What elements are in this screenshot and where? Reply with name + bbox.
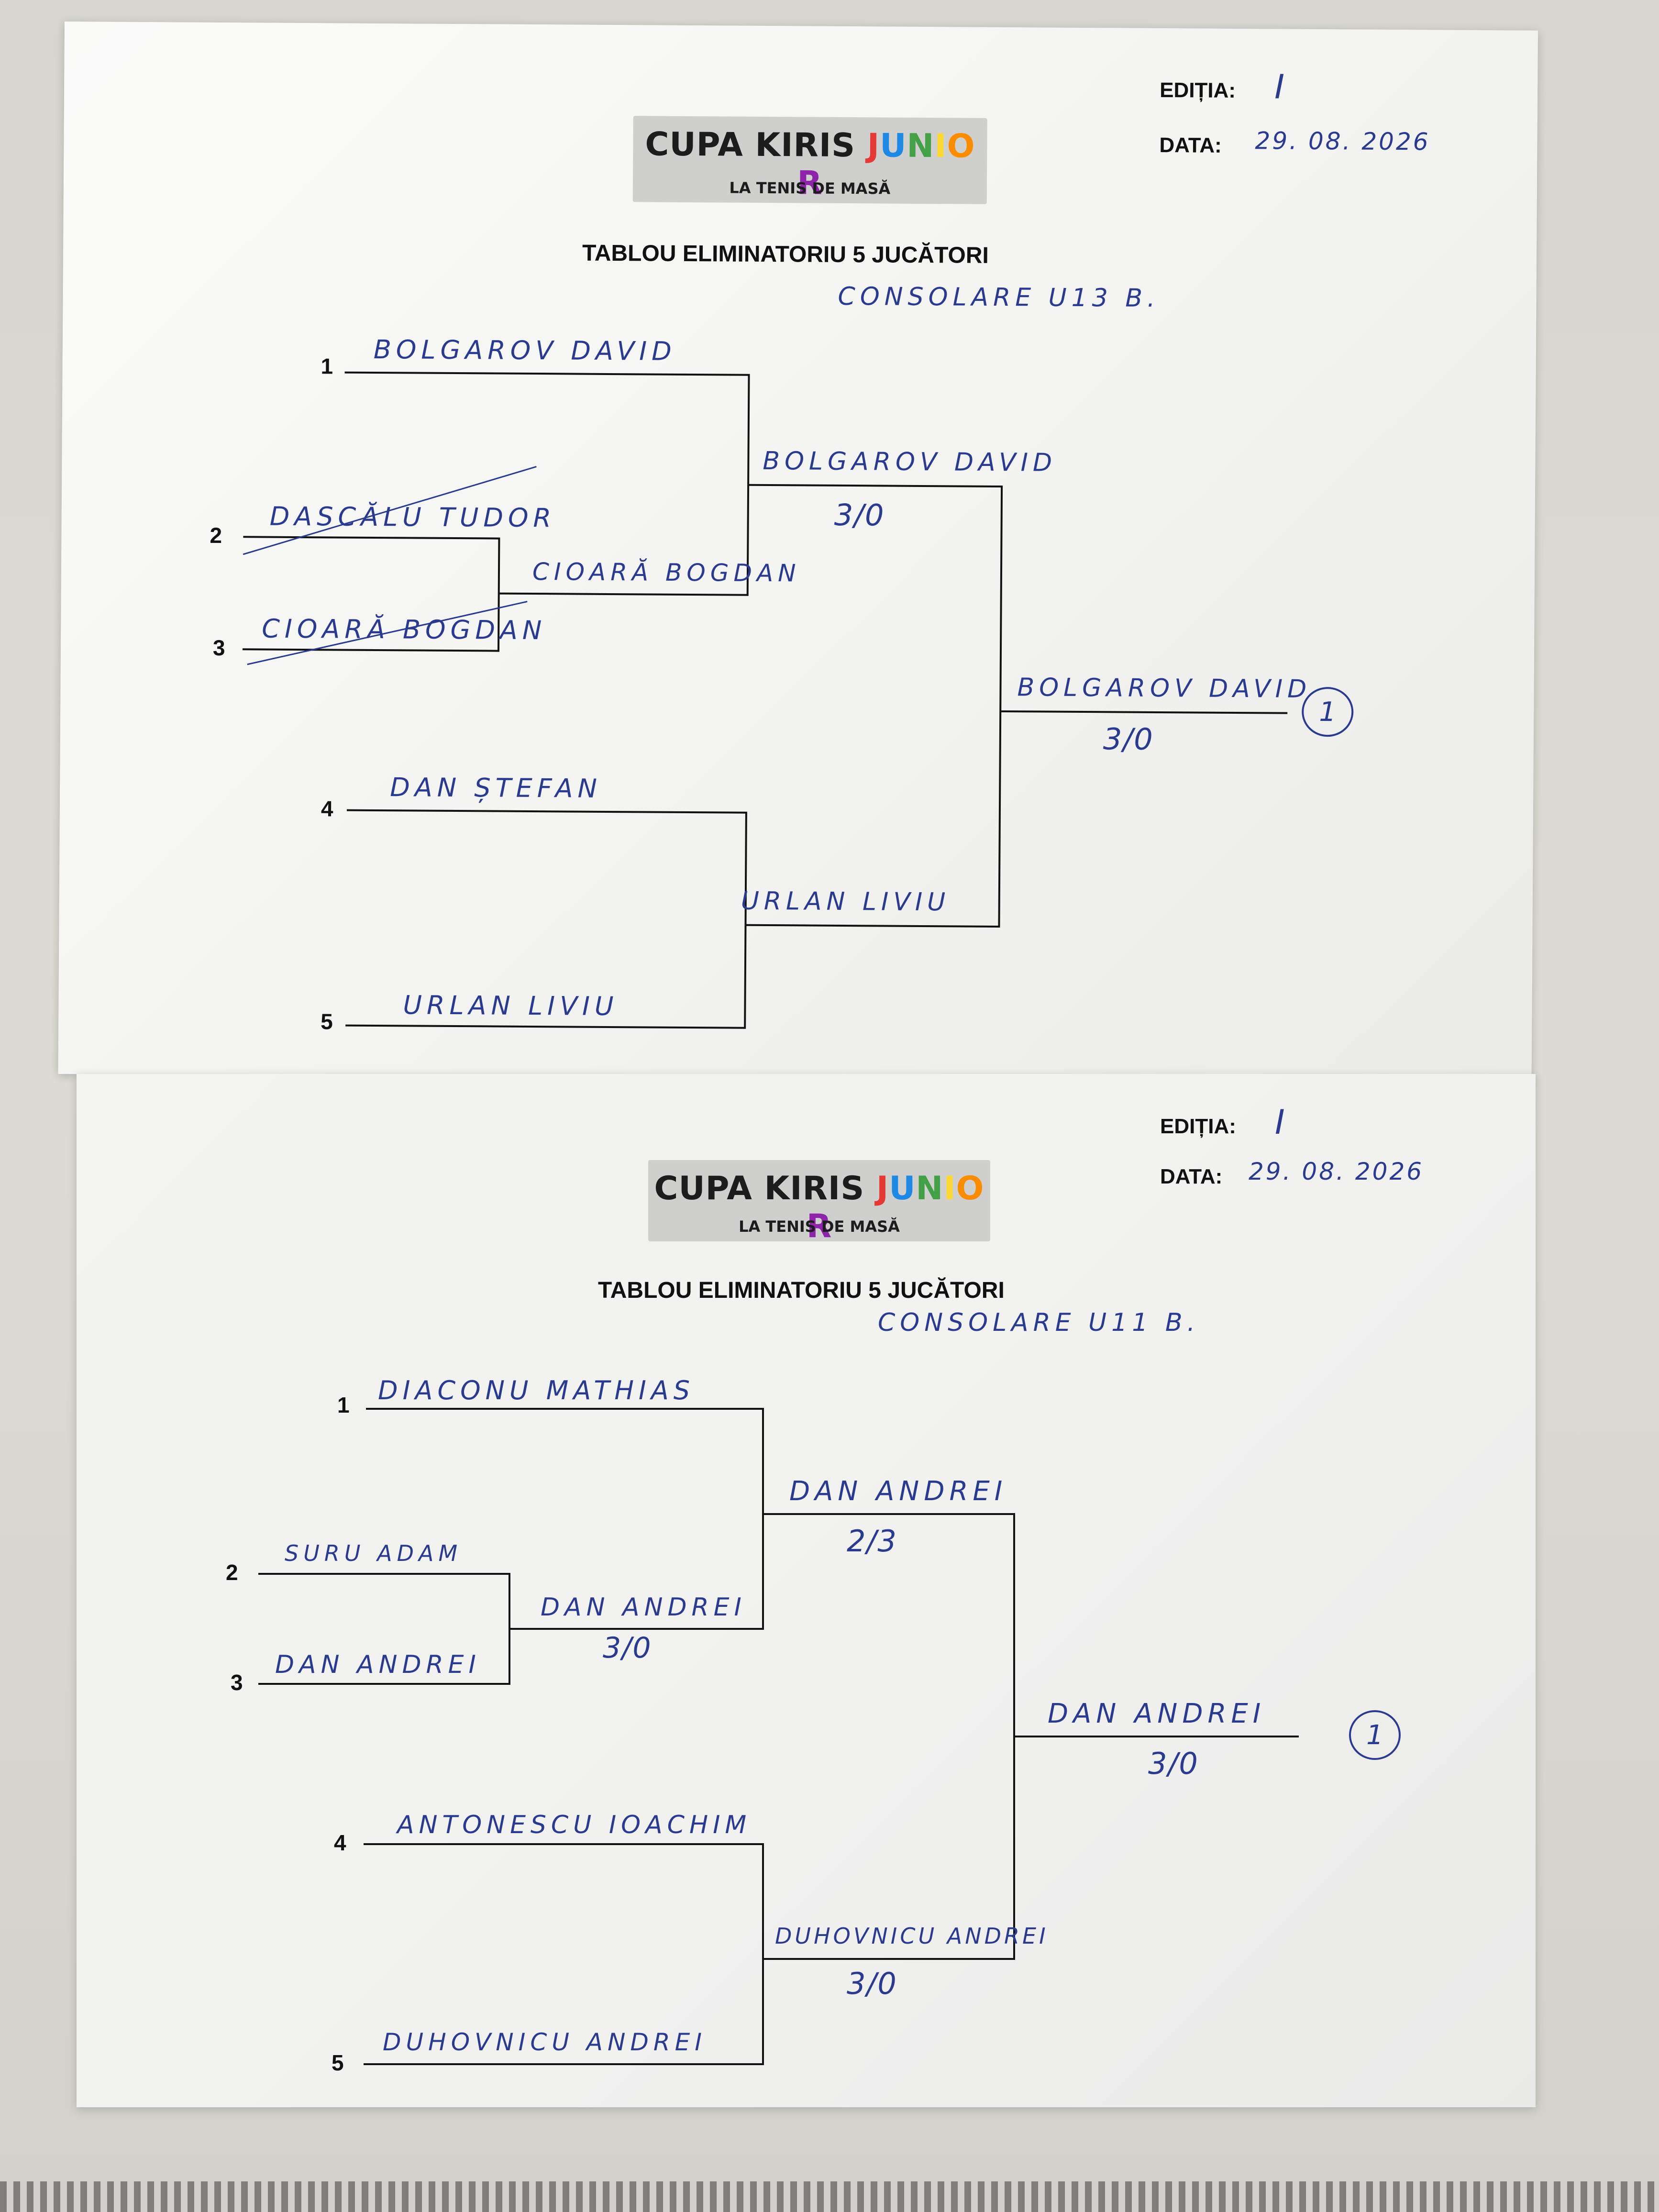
bracket-title: TABLOU ELIMINATORIU 5 JUCĂTORI: [598, 1278, 1005, 1303]
logo-junior-letter: J: [876, 1170, 889, 1207]
semi-top-score: 3/0: [834, 497, 885, 533]
line-seed-3: [258, 1629, 510, 1685]
line-seed-4: [346, 809, 747, 925]
editia-label: EDIȚIA:: [1160, 78, 1236, 102]
line-seed-1: [366, 1408, 764, 1514]
semi-top-winner: BOLGAROV DAVID: [763, 446, 1057, 477]
data-value: 29. 08. 2026: [1255, 127, 1430, 156]
event-logo: CUPA KIRIS JUNIOR LA TENIS DE MASĂ: [632, 116, 987, 204]
seed-number: 2: [226, 1560, 238, 1585]
line-semi-top: [763, 1513, 1015, 1736]
seed-number: 4: [334, 1830, 346, 1855]
seed-number: 3: [231, 1670, 243, 1695]
final-score: 3/0: [1103, 721, 1154, 757]
bracket-lines: [242, 371, 1288, 1029]
line-seed-1: [344, 371, 750, 485]
seed-number: 5: [332, 2050, 344, 2075]
semi-top-score: 2/3: [847, 1524, 897, 1559]
logo-junior-letter: N: [907, 127, 935, 166]
bracket-category: CONSOLARE U11 B.: [878, 1308, 1200, 1337]
logo-junior-letter: I: [934, 127, 947, 166]
seed-number: 5: [321, 1009, 333, 1034]
semi-bottom-winner: URLAN LIVIU: [741, 886, 951, 917]
player-name: DAN ȘTEFAN: [390, 772, 602, 804]
final-score: 3/0: [1148, 1746, 1199, 1781]
line-seed-4: [364, 1843, 764, 1959]
bracket-sheet-u13: EDIȚIA: I DATA: 29. 08. 2026 CUPA KIRIS …: [58, 22, 1538, 1083]
player-name: ANTONESCU IOACHIM: [397, 1811, 752, 1839]
place-badge: 1: [1349, 1710, 1401, 1760]
line-semi-bottom: [763, 1736, 1015, 1960]
round1-winner: DAN ANDREI: [541, 1593, 746, 1622]
logo-junior-letter: N: [916, 1170, 944, 1207]
logo-subtitle: LA TENIS DE MASĂ: [739, 1217, 900, 1236]
round1-winner: CIOARĂ BOGDAN: [532, 557, 801, 587]
data-value: 29. 08. 2026: [1249, 1158, 1424, 1185]
line-semi-top: [748, 484, 1003, 711]
logo-junior-letter: R: [806, 1207, 832, 1245]
player-name: DUHOVNICU ANDREI: [383, 2028, 707, 2056]
final-winner: BOLGAROV DAVID: [1017, 673, 1312, 704]
semi-bottom-score: 3/0: [847, 1966, 897, 2001]
logo-brand: CUPA KIRIS JUNIOR: [654, 1170, 984, 1245]
bracket-sheet-u11: EDIȚIA: I DATA: 29. 08. 2026 CUPA KIRIS …: [77, 1074, 1536, 2107]
player-name: DIACONU MATHIAS: [378, 1375, 695, 1405]
logo-junior-letter: O: [956, 1170, 984, 1207]
editia-value: I: [1274, 67, 1290, 107]
line-final: [1000, 710, 1288, 714]
line-r1-winner: [509, 1514, 764, 1630]
semi-top-winner: DAN ANDREI: [789, 1476, 1007, 1507]
line-seed-2: [243, 536, 500, 594]
background-pattern: [0, 2181, 1659, 2212]
editia-label: EDIȚIA:: [1160, 1115, 1236, 1138]
seed-number: 1: [321, 354, 333, 379]
data-label: DATA:: [1160, 1165, 1223, 1188]
player-name: BOLGAROV DAVID: [373, 334, 676, 366]
line-r1-winner: [498, 485, 750, 596]
logo-junior-letter: U: [889, 1170, 916, 1207]
logo-subtitle: LA TENIS DE MASĂ: [729, 178, 891, 198]
line-semi-bottom: [745, 711, 1002, 928]
semi-bottom-winner: DUHOVNICU ANDREI: [775, 1923, 1049, 1949]
line-seed-5: [364, 1959, 764, 2065]
event-logo: CUPA KIRIS JUNIOR LA TENIS DE MASĂ: [648, 1160, 990, 1245]
player-name: URLAN LIVIU: [403, 990, 619, 1022]
logo-junior-letter: I: [943, 1170, 956, 1207]
round1-score: 3/0: [603, 1631, 652, 1665]
bracket-title: TABLOU ELIMINATORIU 5 JUCĂTORI: [582, 240, 989, 268]
line-seed-5: [345, 925, 747, 1029]
final-winner: DAN ANDREI: [1048, 1698, 1266, 1729]
data-label: DATA:: [1159, 133, 1222, 157]
editia-value: I: [1275, 1103, 1290, 1142]
line-seed-2: [258, 1573, 510, 1629]
line-seed-3: [242, 593, 500, 652]
bracket-category: CONSOLARE U13 B.: [838, 282, 1160, 313]
player-name: DASCĂLU TUDOR: [269, 501, 556, 533]
seed-number: 3: [212, 635, 225, 661]
seed-number: 1: [337, 1393, 350, 1417]
logo-junior-letter: U: [879, 127, 907, 165]
seed-number: 4: [321, 796, 333, 821]
place-badge: 1: [1301, 686, 1354, 737]
seed-number: 2: [210, 522, 222, 548]
logo-junior-letter: J: [867, 127, 880, 165]
logo-junior-letter: O: [947, 127, 975, 166]
bracket-lines: [258, 1408, 1299, 2065]
player-name: SURU ADAM: [285, 1540, 463, 1566]
player-name: DAN ANDREI: [275, 1650, 481, 1679]
